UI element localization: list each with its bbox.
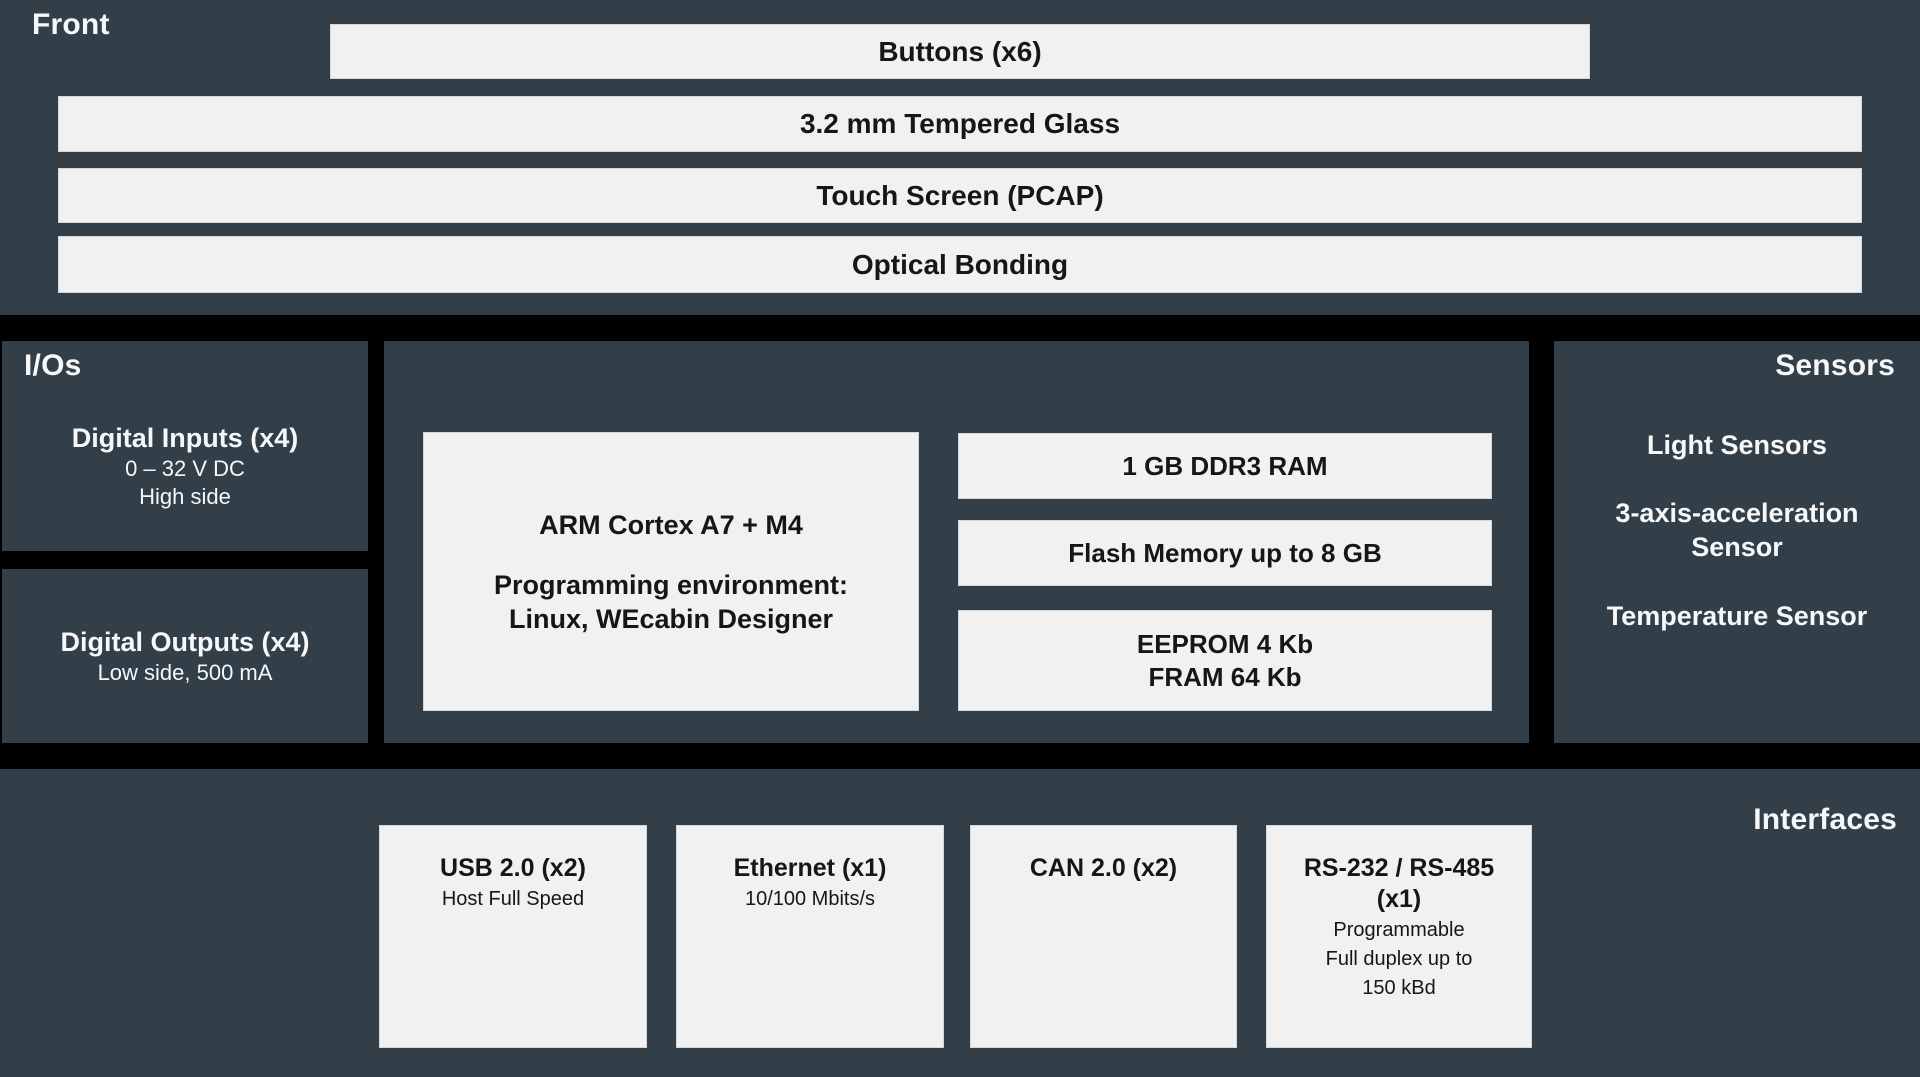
digital-inputs-voltage: 0 – 32 V DC bbox=[125, 456, 245, 481]
front-section: Front Buttons (x6) 3.2 mm Tempered Glass… bbox=[0, 0, 1920, 315]
digital-inputs-side: High side bbox=[139, 484, 231, 509]
interfaces-section: Interfaces USB 2.0 (x2) Host Full Speed … bbox=[0, 769, 1920, 1077]
sensor-acceleration: 3-axis-acceleration Sensor bbox=[1615, 498, 1859, 562]
front-layer-tempered-glass: 3.2 mm Tempered Glass bbox=[58, 96, 1862, 152]
ios-section-title: I/Os bbox=[24, 349, 82, 382]
rs-title-line1: RS-232 / RS-485 bbox=[1303, 854, 1495, 882]
flash-label: Flash Memory up to 8 GB bbox=[1068, 537, 1382, 568]
cpu-environment-label: Programming environment: bbox=[493, 569, 849, 600]
can-title: CAN 2.0 (x2) bbox=[1029, 854, 1178, 882]
sensor-light: Light Sensors bbox=[1646, 430, 1828, 460]
digital-outputs-title: Digital Outputs (x4) bbox=[60, 627, 310, 657]
usb-spec: Host Full Speed bbox=[441, 888, 585, 910]
front-layer-optical-bonding: Optical Bonding bbox=[58, 236, 1862, 293]
interface-box-usb: USB 2.0 (x2) Host Full Speed bbox=[379, 825, 647, 1048]
sensors-section: Sensors Light Sensors 3-axis-acceleratio… bbox=[1554, 341, 1920, 743]
ethernet-spec: 10/100 Mbits/s bbox=[744, 888, 876, 910]
eeprom-fram-box: EEPROM 4 Kb FRAM 64 Kb bbox=[958, 610, 1492, 711]
digital-inputs-text: Digital Inputs (x4) 0 – 32 V DC High sid… bbox=[2, 421, 368, 511]
interface-box-ethernet: Ethernet (x1) 10/100 Mbits/s bbox=[676, 825, 944, 1048]
ios-digital-inputs-panel: I/Os Digital Inputs (x4) 0 – 32 V DC Hig… bbox=[2, 341, 368, 551]
ram-label: 1 GB DDR3 RAM bbox=[1122, 450, 1328, 481]
front-section-title: Front bbox=[32, 8, 110, 41]
ethernet-title: Ethernet (x1) bbox=[733, 854, 887, 882]
usb-title: USB 2.0 (x2) bbox=[440, 854, 586, 882]
front-layer-touch-screen: Touch Screen (PCAP) bbox=[58, 168, 1862, 223]
ios-digital-outputs-panel: Digital Outputs (x4) Low side, 500 mA bbox=[2, 569, 368, 743]
sensors-section-title: Sensors bbox=[1775, 349, 1895, 382]
rs-spec-programmable: Programmable bbox=[1333, 919, 1465, 941]
cpu-box: ARM Cortex A7 + M4 Programming environme… bbox=[423, 432, 919, 711]
front-layer-buttons: Buttons (x6) bbox=[330, 24, 1590, 79]
cpu-environment-value: Linux, WEcabin Designer bbox=[508, 603, 834, 634]
flash-memory-box: Flash Memory up to 8 GB bbox=[958, 520, 1492, 586]
digital-inputs-title: Digital Inputs (x4) bbox=[71, 423, 299, 453]
interface-box-can: CAN 2.0 (x2) bbox=[970, 825, 1237, 1048]
rs-spec-baud: 150 kBd bbox=[1362, 977, 1436, 999]
digital-outputs-text: Digital Outputs (x4) Low side, 500 mA bbox=[2, 625, 368, 687]
rs-title-line2: (x1) bbox=[1376, 885, 1422, 913]
sensor-temperature: Temperature Sensor bbox=[1606, 601, 1868, 631]
rs-spec-duplex: Full duplex up to bbox=[1325, 948, 1473, 970]
core-section: ARM Cortex A7 + M4 Programming environme… bbox=[384, 341, 1529, 743]
eeprom-label: EEPROM 4 Kb bbox=[1136, 628, 1314, 659]
digital-outputs-spec: Low side, 500 mA bbox=[97, 660, 273, 685]
fram-label: FRAM 64 Kb bbox=[1148, 661, 1302, 692]
ram-box: 1 GB DDR3 RAM bbox=[958, 433, 1492, 499]
interfaces-section-title: Interfaces bbox=[1753, 803, 1897, 836]
interface-box-rs232-rs485: RS-232 / RS-485 (x1) Programmable Full d… bbox=[1266, 825, 1532, 1048]
cpu-title: ARM Cortex A7 + M4 bbox=[539, 509, 803, 540]
